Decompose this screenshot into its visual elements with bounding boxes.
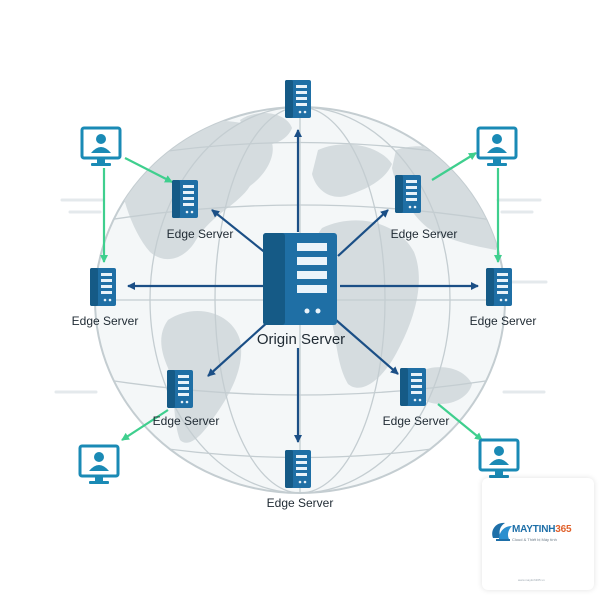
edge-server-label-right: Edge Server xyxy=(470,314,537,328)
edge-server-upper-left-server-icon xyxy=(172,180,198,218)
edge-server-label-lower-right: Edge Server xyxy=(383,414,450,428)
edge-server-top-server-icon xyxy=(285,80,311,118)
origin-server-label: Origin Server xyxy=(257,331,345,348)
arrow-edge-to-client-bottom-right xyxy=(437,403,483,441)
arrow-edge-to-client-top-right xyxy=(431,152,477,181)
edge-server-lower-right-server-icon xyxy=(400,368,426,406)
edge-server-label-upper-right: Edge Server xyxy=(391,227,458,241)
client-bottom-left-monitor-user-icon xyxy=(78,444,120,486)
edge-server-label-upper-left: Edge Server xyxy=(167,227,234,241)
edge-server-label-lower-left: Edge Server xyxy=(153,414,220,428)
logo-icon xyxy=(492,522,512,541)
client-top-right-monitor-user-icon xyxy=(476,126,518,168)
edge-server-label-left: Edge Server xyxy=(72,314,139,328)
arrow-origin-lower-left xyxy=(207,319,271,377)
arrow-origin-upper-right xyxy=(337,209,389,257)
arrow-origin-upper-left xyxy=(211,209,273,259)
arrow-origin-lower-right xyxy=(335,319,399,375)
origin-links xyxy=(127,129,479,443)
watermark-logo-card: MAYTINH365 Cloud & Thiết bị Máy tính www… xyxy=(482,478,594,590)
edge-server-bottom-server-icon xyxy=(285,450,311,488)
logo-footer: www.maytinh365.vn xyxy=(518,578,545,582)
edge-server-right-server-icon xyxy=(486,268,512,306)
client-bottom-right-monitor-user-icon xyxy=(478,438,520,480)
logo-tagline: Cloud & Thiết bị Máy tính xyxy=(512,537,557,542)
edge-server-label-bottom: Edge Server xyxy=(267,496,334,510)
client-links xyxy=(100,152,502,441)
edge-server-upper-right-server-icon xyxy=(395,175,421,213)
edge-server-left-server-icon xyxy=(90,268,116,306)
edge-server-lower-left-server-icon xyxy=(167,370,193,408)
logo-name: MAYTINH365 xyxy=(512,524,572,535)
origin-server-icon xyxy=(263,233,337,325)
arrow-client-top-left-to-edge xyxy=(124,157,173,183)
arrow-edge-to-client-bottom-left xyxy=(121,409,169,441)
client-top-left-monitor-user-icon xyxy=(80,126,122,168)
